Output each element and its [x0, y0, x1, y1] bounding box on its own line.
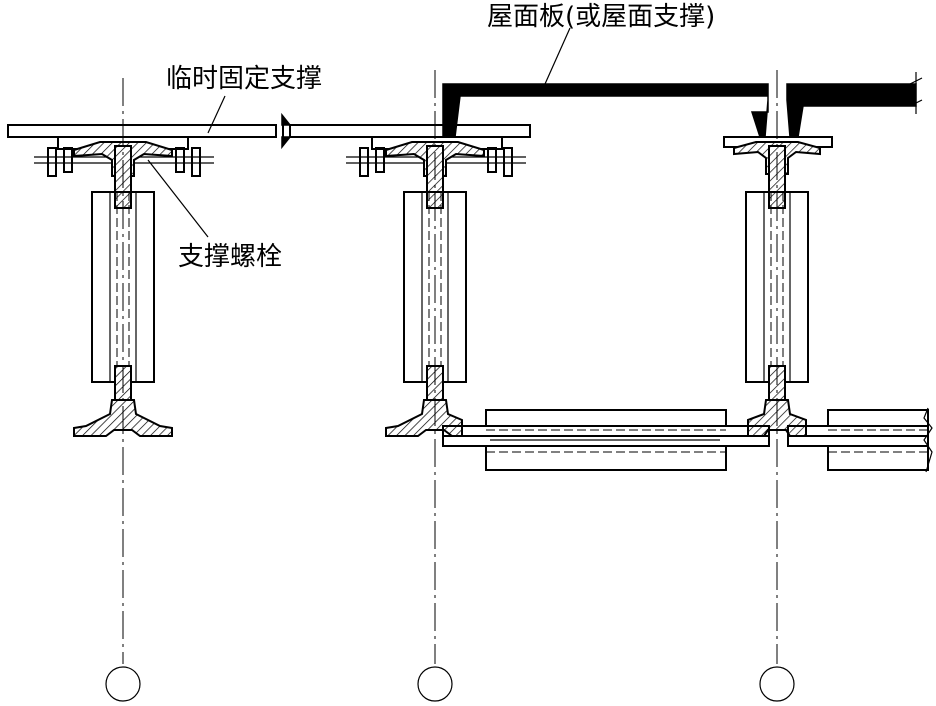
- roof-panel: [442, 72, 923, 138]
- annotations: [147, 27, 571, 238]
- column-3: [723, 70, 833, 702]
- lower-bracing: [442, 407, 933, 473]
- column-1: [34, 78, 214, 702]
- column-2: [346, 70, 526, 702]
- temporary-brace-label: 临时固定支撑: [166, 64, 322, 94]
- roof-panel-label: 屋面板(或屋面支撑): [487, 2, 715, 32]
- support-bolt-label: 支撑螺栓: [178, 242, 282, 272]
